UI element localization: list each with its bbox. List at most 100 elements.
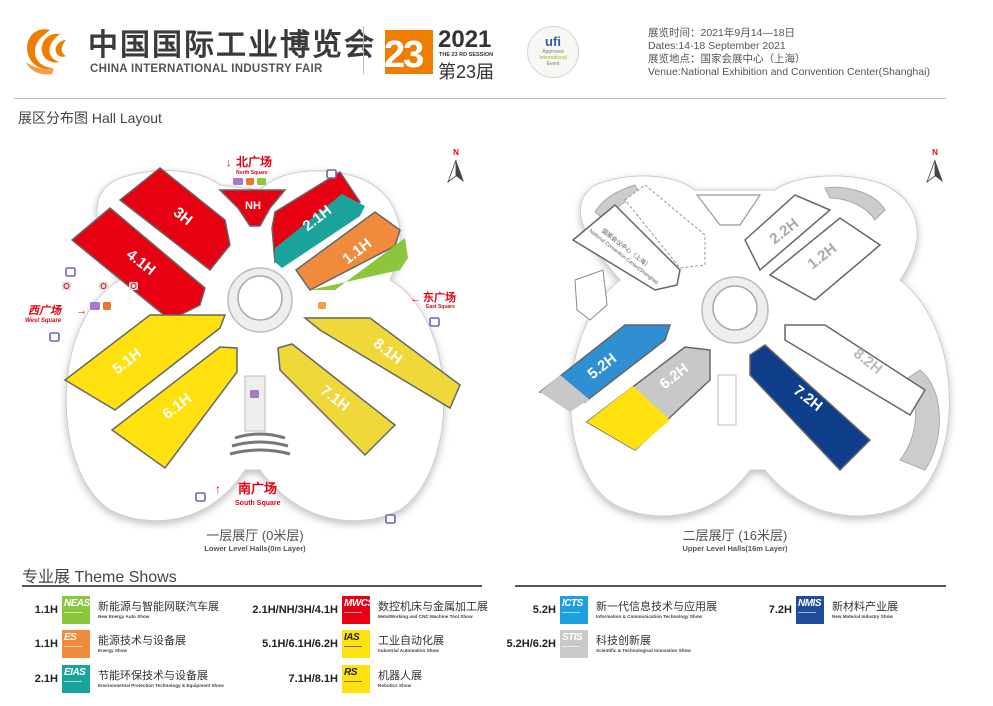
show-name-cn: 节能环保技术与设备展 bbox=[98, 669, 208, 682]
metro-icon bbox=[62, 282, 71, 290]
show-logo-icon: ES bbox=[62, 630, 90, 658]
hall-5-1h[interactable]: 5.1H bbox=[63, 314, 227, 411]
header-rule bbox=[14, 98, 946, 99]
legend-hall: 5.2H bbox=[532, 604, 556, 616]
legend-hall: 2.1H bbox=[34, 673, 58, 685]
compass-icon: N bbox=[926, 148, 943, 184]
svg-text:West Square: West Square bbox=[25, 318, 62, 324]
hall-1-2h[interactable]: 1.2H bbox=[768, 217, 882, 301]
logo-stripe bbox=[344, 612, 362, 613]
session-number: 23 bbox=[384, 34, 424, 76]
event-info: 展览时间：2021年9月14—18日 Dates:14-18 September… bbox=[648, 27, 930, 79]
restaurant-icon bbox=[318, 302, 326, 309]
bus-icon bbox=[326, 169, 337, 179]
legend-hall: 7.1H/8.1H bbox=[288, 673, 338, 685]
north-square-label: ↓ 北广场 North Square bbox=[226, 154, 272, 176]
show-name-en: MetalWorking and CNC Machine Tool Show bbox=[378, 613, 473, 619]
show-abbr: ES bbox=[64, 632, 77, 643]
upper-level-map: 国家会议中心（上海） National Convention Center(Sh… bbox=[525, 140, 975, 560]
session-year: 2021 bbox=[438, 26, 492, 53]
fair-name-en: CHINA INTERNATIONAL INDUSTRY FAIR bbox=[90, 63, 323, 75]
ufi-line: Event bbox=[546, 61, 560, 67]
south-passage bbox=[717, 374, 737, 426]
taxi-icon bbox=[233, 178, 243, 185]
show-name-cn: 机器人展 bbox=[378, 669, 422, 682]
bus-icon bbox=[385, 514, 396, 524]
hall-2-2h[interactable]: 2.2H bbox=[744, 194, 832, 272]
event-dates-en: Dates:14-18 September 2021 bbox=[648, 40, 786, 52]
session-cn: 第23届 bbox=[438, 62, 495, 82]
hall-6-2h[interactable]: 6.2H bbox=[585, 346, 711, 451]
show-name-en: New Material Industry Show bbox=[832, 613, 894, 619]
south-square-label: ↑ 南广场 South Square bbox=[215, 481, 281, 507]
logo-stripe bbox=[64, 681, 82, 682]
legend-hall: 2.1H/NH/3H/4.1H bbox=[252, 604, 338, 616]
svg-text:西广场: 西广场 bbox=[28, 304, 63, 317]
legend-rule-left bbox=[22, 585, 482, 587]
show-logo-icon: MWCS bbox=[342, 596, 374, 624]
show-abbr: MWCS bbox=[344, 598, 374, 609]
convention-center-annex bbox=[574, 269, 608, 321]
arrow-left-icon: ← bbox=[410, 293, 421, 305]
legend-hall: 1.1H bbox=[34, 638, 58, 650]
section-title: 展区分布图 Hall Layout bbox=[18, 110, 162, 126]
hall-3h[interactable]: 3H bbox=[118, 167, 231, 272]
convention-center[interactable]: 国家会议中心（上海） National Convention Center(Sh… bbox=[571, 184, 706, 291]
bus-icon bbox=[65, 267, 76, 277]
svg-text:North Square: North Square bbox=[236, 170, 268, 176]
logo-stripe bbox=[562, 612, 580, 613]
east-square-label: ← 东广场 East Square bbox=[410, 290, 456, 310]
show-name-cn: 新材料产业展 bbox=[832, 600, 898, 613]
show-name-en: Information & Communication Technology S… bbox=[596, 613, 703, 619]
south-stairs bbox=[229, 432, 291, 456]
session-badge bbox=[385, 30, 433, 74]
central-plaza-inner bbox=[712, 285, 758, 331]
central-plaza-inner bbox=[237, 275, 283, 321]
hall-6-1h[interactable]: 6.1H bbox=[110, 346, 238, 470]
bus-icon bbox=[195, 492, 206, 502]
show-abbr: STIS bbox=[562, 632, 583, 643]
hall-7-1h[interactable]: 7.1H bbox=[277, 343, 397, 457]
legend-title: 专业展 Theme Shows bbox=[22, 569, 177, 586]
show-abbr: RS bbox=[344, 667, 357, 678]
show-name-en: Robotics Show bbox=[378, 682, 412, 688]
info-icon bbox=[103, 302, 111, 310]
upper-map-caption: 二层展厅 (16米层) Upper Level Halls(16m Layer) bbox=[585, 525, 885, 553]
taxi-icon bbox=[90, 302, 100, 310]
info-icon bbox=[246, 178, 254, 185]
lower-map-drawing: 4.1H 3H NH 2.1H 1.1H 5.1H 6.1H bbox=[25, 148, 464, 524]
header: 中国国际工业博览会 CHINA INTERNATIONAL INDUSTRY F… bbox=[0, 0, 993, 99]
upper-map-drawing: 国家会议中心（上海） National Convention Center(Sh… bbox=[538, 148, 950, 517]
caption-cn: 二层展厅 (16米层) bbox=[682, 528, 788, 543]
caption-cn: 一层展厅 (0米层) bbox=[206, 528, 304, 543]
hall-4-1h[interactable]: 4.1H bbox=[70, 207, 206, 321]
logo-stripe bbox=[64, 646, 82, 647]
svg-text:N: N bbox=[453, 148, 459, 157]
show-abbr: ICTS bbox=[562, 598, 583, 609]
hall-5-2h[interactable]: 5.2H bbox=[538, 324, 672, 412]
header-divider bbox=[363, 26, 364, 74]
metro-icon bbox=[99, 282, 108, 290]
event-dates-cn: 展览时间：2021年9月14—18日 bbox=[648, 27, 796, 39]
show-logo-icon: ICTS bbox=[560, 596, 588, 624]
hall-8-1h[interactable]: 8.1H bbox=[302, 317, 461, 410]
svg-text:South Square: South Square bbox=[235, 500, 281, 507]
show-name-cn: 能源技术与设备展 bbox=[98, 634, 186, 647]
legend-hall: 5.1H/6.1H/6.2H bbox=[262, 638, 338, 650]
show-name-cn: 新能源与智能网联汽车展 bbox=[98, 600, 219, 613]
hall-label: NH bbox=[245, 200, 261, 212]
hall-2-1h[interactable]: 2.1H bbox=[271, 170, 365, 268]
hall-nh[interactable]: NH bbox=[218, 189, 287, 227]
svg-text:北广场: 北广场 bbox=[236, 154, 272, 169]
legend-hall: 5.2H/6.2H bbox=[506, 638, 556, 650]
show-name-en: Energy Show bbox=[98, 647, 128, 653]
logo-stripe bbox=[344, 646, 362, 647]
